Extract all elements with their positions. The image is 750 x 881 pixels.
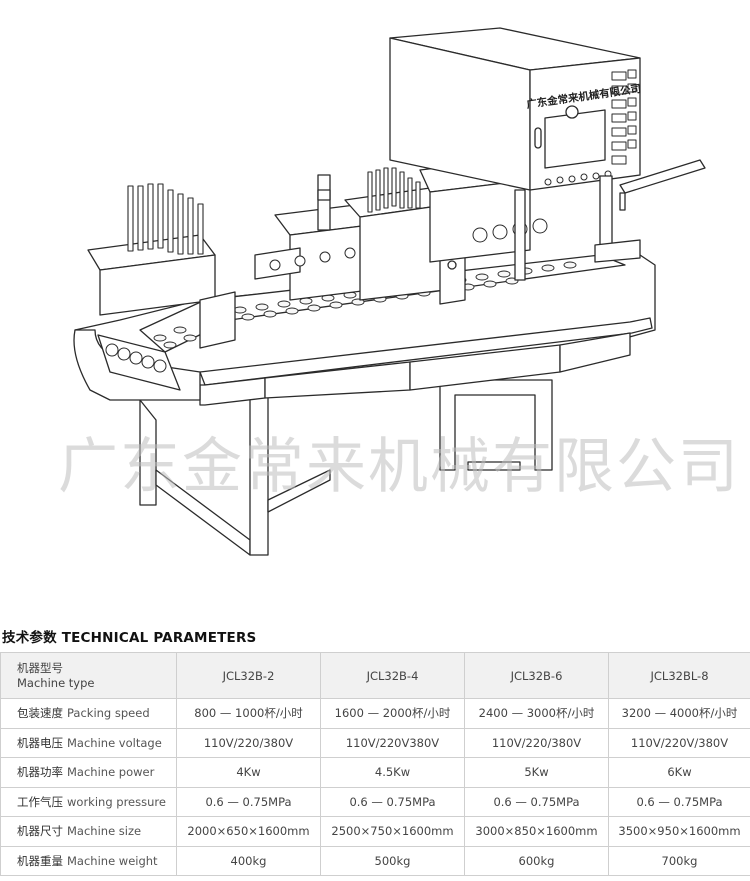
- table-cell: 4Kw: [176, 757, 321, 788]
- table-cell: 110V/220V/380V: [608, 727, 750, 758]
- table-cell: 2500×750×1600mm: [320, 816, 465, 847]
- row-label-cn: 工作气压: [17, 794, 63, 809]
- table-cell: 3000×850×1600mm: [464, 816, 609, 847]
- table-cell: 0.6 — 0.75MPa: [176, 786, 321, 817]
- table-row: 机器功率 Machine power 4Kw 4.5Kw 5Kw 6Kw: [0, 757, 750, 788]
- model-header: JCL32B-2: [176, 652, 321, 699]
- table-cell: 0.6 — 0.75MPa: [464, 786, 609, 817]
- table-cell: 600kg: [464, 845, 609, 876]
- table-header-row: 机器型号 Machine type JCL32B-2 JCL32B-4 JCL3…: [0, 652, 750, 699]
- table-cell: 400kg: [176, 845, 321, 876]
- row-label: 机器功率 Machine power: [0, 757, 177, 788]
- table-cell: 3200 — 4000杯/小时: [608, 698, 750, 729]
- table-cell: 110V/220/380V: [176, 727, 321, 758]
- table-cell: 1600 — 2000杯/小时: [320, 698, 465, 729]
- parameters-table: 机器型号 Machine type JCL32B-2 JCL32B-4 JCL3…: [0, 652, 750, 876]
- table-cell: 2000×650×1600mm: [176, 816, 321, 847]
- row-label-cn: 机器尺寸: [17, 824, 63, 839]
- row-label: 工作气压 working pressure: [0, 786, 177, 817]
- table-cell: 110V/220V380V: [320, 727, 465, 758]
- row-label: 包装速度 Packing speed: [0, 698, 177, 729]
- table-cell: 700kg: [608, 845, 750, 876]
- row-label: 机器尺寸 Machine size: [0, 816, 177, 847]
- table-cell: 800 — 1000杯/小时: [176, 698, 321, 729]
- table-cell: 500kg: [320, 845, 465, 876]
- header-label-cn: 机器型号: [17, 660, 63, 675]
- table-row: 机器重量 Machine weight 400kg 500kg 600kg 700…: [0, 845, 750, 876]
- row-label: 机器电压 Machine voltage: [0, 727, 177, 758]
- table-cell: 110V/220/380V: [464, 727, 609, 758]
- table-cell: 2400 — 3000杯/小时: [464, 698, 609, 729]
- table-row: 机器电压 Machine voltage 110V/220/380V 110V/2…: [0, 727, 750, 758]
- row-label-en: Machine size: [67, 824, 142, 839]
- table-cell: 4.5Kw: [320, 757, 465, 788]
- row-label-cn: 机器重量: [17, 853, 63, 868]
- row-label-en: Machine weight: [67, 853, 158, 868]
- table-cell: 0.6 — 0.75MPa: [320, 786, 465, 817]
- header-label-cell: 机器型号 Machine type: [0, 652, 177, 699]
- row-label-en: Packing speed: [67, 706, 150, 721]
- row-label-cn: 机器电压: [17, 735, 63, 750]
- row-label-cn: 包装速度: [17, 706, 63, 721]
- model-header: JCL32B-4: [320, 652, 465, 699]
- table-row: 工作气压 working pressure 0.6 — 0.75MPa 0.6 —…: [0, 786, 750, 817]
- row-label-en: Machine voltage: [67, 735, 162, 750]
- row-label: 机器重量 Machine weight: [0, 845, 177, 876]
- table-cell: 6Kw: [608, 757, 750, 788]
- table-row: 包装速度 Packing speed 800 — 1000杯/小时 1600 — …: [0, 698, 750, 729]
- table-row: 机器尺寸 Machine size 2000×650×1600mm 2500×75…: [0, 816, 750, 847]
- table-cell: 3500×950×1600mm: [608, 816, 750, 847]
- header-label-en: Machine type: [17, 675, 95, 690]
- row-label-en: working pressure: [67, 794, 166, 809]
- packaging-machine-drawing: 广东金常来机械有限公司: [73, 27, 706, 556]
- row-label-cn: 机器功率: [17, 765, 63, 780]
- section-title: 技术参数 TECHNICAL PARAMETERS: [2, 630, 257, 646]
- table-cell: 5Kw: [464, 757, 609, 788]
- model-header: JCL32BL-8: [608, 652, 750, 699]
- model-header: JCL32B-6: [464, 652, 609, 699]
- row-label-en: Machine power: [67, 765, 155, 780]
- machine-illustration: 广东金常来机械有限公司: [73, 27, 706, 556]
- table-cell: 0.6 — 0.75MPa: [608, 786, 750, 817]
